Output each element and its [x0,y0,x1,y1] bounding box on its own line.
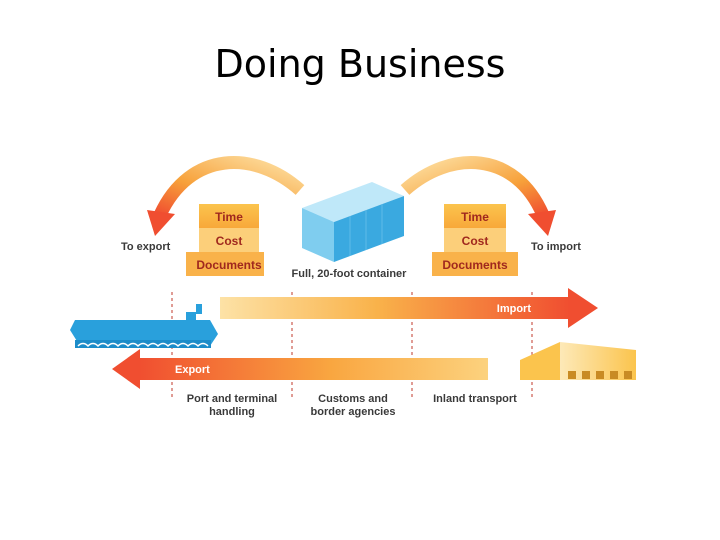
to-import-label: To import [531,241,581,253]
right-documents-label: Documents [442,258,508,272]
stage-port-label-line2: handling [209,406,255,418]
import-curve-arrow [400,156,556,236]
warehouse-icon [520,342,636,380]
stage-inland-label-line1: Inland transport [433,393,517,405]
page-title: Doing Business [214,42,506,86]
ship-icon [70,304,218,348]
container-label: Full, 20-foot container [292,268,408,280]
right-time-box [444,204,506,228]
left-factor-boxes: Time Cost Documents [186,204,264,276]
export-curve-arrow [147,156,305,236]
left-cost-box [199,228,259,252]
import-arrow [220,288,598,328]
stage-customs-label-line2: border agencies [311,406,396,418]
stage-customs-label-line1: Customs and [318,393,388,405]
export-arrow [112,349,488,389]
right-time-label: Time [461,210,489,224]
right-cost-box [444,228,506,252]
import-label: Import [497,303,532,315]
left-documents-box [186,252,264,276]
right-cost-label: Cost [462,234,489,248]
right-factor-boxes: Time Cost Documents [432,204,518,276]
left-cost-label: Cost [216,234,243,248]
left-time-label: Time [215,210,243,224]
left-time-box [199,204,259,228]
left-documents-label: Documents [196,258,262,272]
export-label: Export [175,364,210,376]
to-export-label: To export [121,241,171,253]
shipping-container-icon [302,182,404,262]
stage-port-label-line1: Port and terminal [187,393,277,405]
right-documents-box [432,252,518,276]
